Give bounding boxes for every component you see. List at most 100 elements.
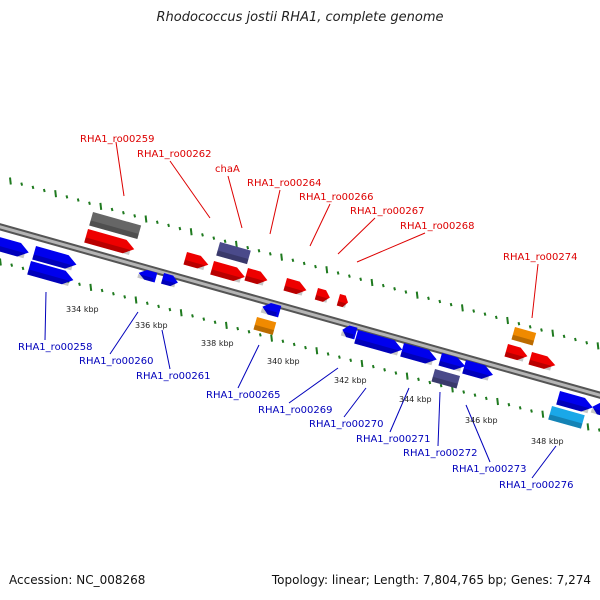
bottom-track-tick xyxy=(0,258,2,266)
gene-arrow[interactable] xyxy=(590,401,600,417)
gene-arrow[interactable] xyxy=(244,268,269,286)
top-track-tick xyxy=(9,177,12,185)
gene-arrow[interactable] xyxy=(556,391,594,414)
gene-arrow[interactable] xyxy=(32,246,78,271)
leader-line-bottom xyxy=(288,367,339,404)
leader-line-top xyxy=(309,203,331,247)
gene-arrow[interactable] xyxy=(314,288,332,303)
gene-arrow[interactable] xyxy=(283,278,308,296)
top-track-tick xyxy=(585,340,589,345)
gene-arrow[interactable] xyxy=(462,360,495,382)
gene-arrow[interactable] xyxy=(511,327,537,346)
bottom-track-tick xyxy=(530,409,533,413)
top-track-tick xyxy=(596,342,600,350)
gene-label-bottom[interactable]: RHA1_ro00265 xyxy=(206,390,281,401)
bottom-track-tick xyxy=(507,402,511,407)
top-track-tick xyxy=(461,304,464,312)
gene-label-bottom[interactable]: RHA1_ro00273 xyxy=(452,464,527,475)
leader-line-bottom xyxy=(44,291,47,341)
gene-label-bottom[interactable]: RHA1_ro00258 xyxy=(18,342,93,353)
gene-arrow[interactable] xyxy=(84,229,136,256)
scale-label: 348 kbp xyxy=(531,437,564,446)
top-track-tick xyxy=(359,277,363,282)
leader-line-top xyxy=(269,189,281,235)
gene-arrow[interactable] xyxy=(400,343,438,366)
top-track-tick xyxy=(506,316,509,325)
gene-arrow[interactable] xyxy=(504,344,529,362)
top-track-tick xyxy=(528,325,532,329)
gene-arrow[interactable] xyxy=(260,301,282,318)
gene-arrow[interactable] xyxy=(548,406,585,429)
bottom-track-tick xyxy=(417,377,420,382)
top-track-tick xyxy=(42,188,46,193)
gene-arrow[interactable] xyxy=(336,294,350,308)
top-track-tick xyxy=(155,220,159,224)
gene-arrow[interactable] xyxy=(431,369,461,389)
top-track-tick xyxy=(540,328,543,332)
top-track-tick xyxy=(20,182,24,186)
top-track-tick xyxy=(381,283,385,288)
gene-label-bottom[interactable]: RHA1_ro00270 xyxy=(309,419,384,430)
gene-arrow[interactable] xyxy=(183,252,210,271)
top-track-tick xyxy=(268,252,272,256)
gene-label-bottom[interactable]: RHA1_ro00269 xyxy=(258,405,333,416)
top-track-tick xyxy=(314,264,317,269)
gene-arrow[interactable] xyxy=(528,352,557,372)
leader-line-top xyxy=(356,232,426,263)
top-track-tick xyxy=(472,309,476,313)
top-track-tick xyxy=(562,334,566,339)
gene-arrow[interactable] xyxy=(137,268,158,283)
bottom-track-tick xyxy=(281,339,285,344)
gene-arrow[interactable] xyxy=(216,242,251,265)
top-track-tick xyxy=(54,190,57,198)
gene-arrow[interactable] xyxy=(253,317,277,335)
gene-arrow[interactable] xyxy=(210,261,247,284)
gene-arrow[interactable] xyxy=(354,330,404,356)
gene-label-top[interactable]: RHA1_ro00268 xyxy=(400,221,475,232)
gene-arrow[interactable] xyxy=(340,324,358,340)
gene-label-bottom[interactable]: RHA1_ro00276 xyxy=(499,480,574,491)
gene-label-top[interactable]: RHA1_ro00259 xyxy=(80,134,155,145)
gene-label-top[interactable]: chaA xyxy=(215,164,240,175)
bottom-track-tick xyxy=(292,342,296,347)
gene-arrow[interactable] xyxy=(0,236,31,259)
top-track-tick xyxy=(246,245,250,250)
bottom-track-tick xyxy=(112,291,115,296)
top-track-tick xyxy=(31,185,35,190)
top-track-tick xyxy=(449,302,453,307)
gene-label-bottom[interactable]: RHA1_ro00261 xyxy=(136,371,211,382)
gene-label-top[interactable]: RHA1_ro00266 xyxy=(299,192,374,203)
bottom-track-tick xyxy=(236,326,240,331)
gene-label-bottom[interactable]: RHA1_ro00272 xyxy=(403,448,478,459)
gene-label-top[interactable]: RHA1_ro00267 xyxy=(350,206,425,217)
scale-label: 344 kbp xyxy=(399,395,432,404)
leader-line-bottom xyxy=(389,387,410,433)
gene-arrow[interactable] xyxy=(89,212,142,240)
gene-label-top[interactable]: RHA1_ro00274 xyxy=(503,252,578,263)
scale-label: 334 kbp xyxy=(66,305,99,314)
gene-features xyxy=(0,212,600,429)
bottom-track-tick xyxy=(496,397,499,406)
gene-arrow[interactable] xyxy=(438,353,467,373)
bottom-track-tick xyxy=(360,359,364,368)
bottom-track-tick xyxy=(394,371,398,375)
top-track-tick xyxy=(494,315,498,320)
bottom-track-tick xyxy=(405,372,409,380)
gene-label-top[interactable]: RHA1_ro00262 xyxy=(137,149,212,160)
top-track-tick xyxy=(212,236,216,240)
gene-label-bottom[interactable]: RHA1_ro00271 xyxy=(356,434,431,445)
gene-label-bottom[interactable]: RHA1_ro00260 xyxy=(79,356,154,367)
bottom-track-tick xyxy=(100,288,104,293)
bottom-track-tick xyxy=(484,396,488,401)
label-leader-lines xyxy=(44,141,557,479)
top-track-tick xyxy=(144,215,148,223)
gene-arrow[interactable] xyxy=(161,273,179,288)
leader-line-bottom xyxy=(161,329,171,370)
bottom-track-tick xyxy=(338,355,341,359)
top-track-tick xyxy=(133,214,137,218)
gene-label-top[interactable]: RHA1_ro00264 xyxy=(247,178,322,189)
gene-arrow[interactable] xyxy=(27,261,75,287)
top-track-tick xyxy=(483,312,487,316)
